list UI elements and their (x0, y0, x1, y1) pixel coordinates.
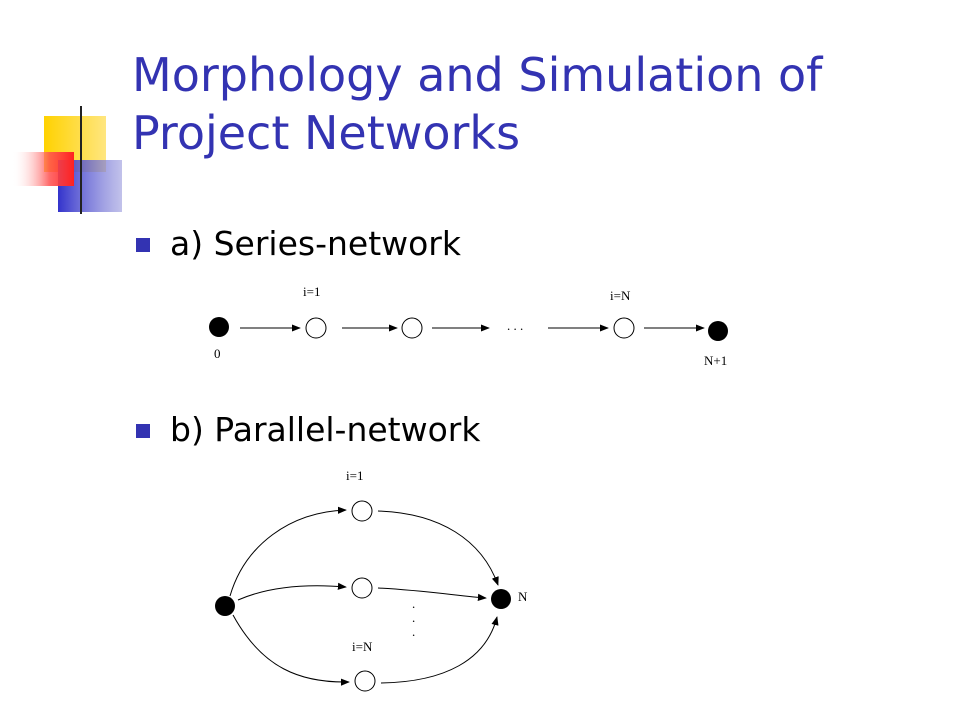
parallel-ellipsis: . (412, 596, 415, 611)
series-node-n (613, 317, 635, 339)
parallel-node-2 (351, 577, 373, 599)
bullet-square-icon (136, 238, 150, 252)
bullet-label: a) Series-network (170, 224, 461, 263)
parallel-arc-out-bottom (380, 616, 499, 684)
parallel-arc-in-middle (237, 582, 347, 601)
bullet-square-icon (136, 424, 150, 438)
series-node-start (209, 317, 229, 337)
parallel-network: . . . i=1 i=N N (215, 468, 528, 692)
series-label-start: 0 (214, 346, 221, 361)
decorative-squares (12, 106, 880, 214)
series-ellipsis: . . . (507, 318, 523, 333)
series-label-end: N+1 (704, 353, 727, 368)
parallel-node-n (354, 670, 376, 692)
parallel-ellipsis: . (412, 624, 415, 639)
parallel-ellipsis: . (412, 610, 415, 625)
parallel-arc-in-top (229, 506, 347, 597)
parallel-label-first: i=1 (346, 468, 363, 483)
parallel-node-1 (351, 500, 373, 522)
slide-title: Morphology and Simulation of Project Net… (132, 48, 823, 160)
parallel-node-sink (491, 589, 511, 609)
parallel-arc-in-bottom (232, 614, 350, 686)
parallel-arc-out-middle (377, 587, 487, 601)
series-node-1 (305, 317, 327, 339)
series-network: . . . 0 i=1 i=N N+1 (209, 284, 728, 368)
series-label-first: i=1 (303, 284, 320, 299)
parallel-label-sink: N (518, 589, 528, 604)
parallel-arc-out-top (377, 510, 499, 586)
parallel-node-source (215, 596, 235, 616)
series-node-end (708, 321, 728, 341)
series-label-last: i=N (610, 288, 631, 303)
red-square (12, 152, 74, 186)
parallel-label-last: i=N (352, 639, 373, 654)
series-node-2 (401, 317, 423, 339)
bullet-label: b) Parallel-network (170, 410, 481, 449)
